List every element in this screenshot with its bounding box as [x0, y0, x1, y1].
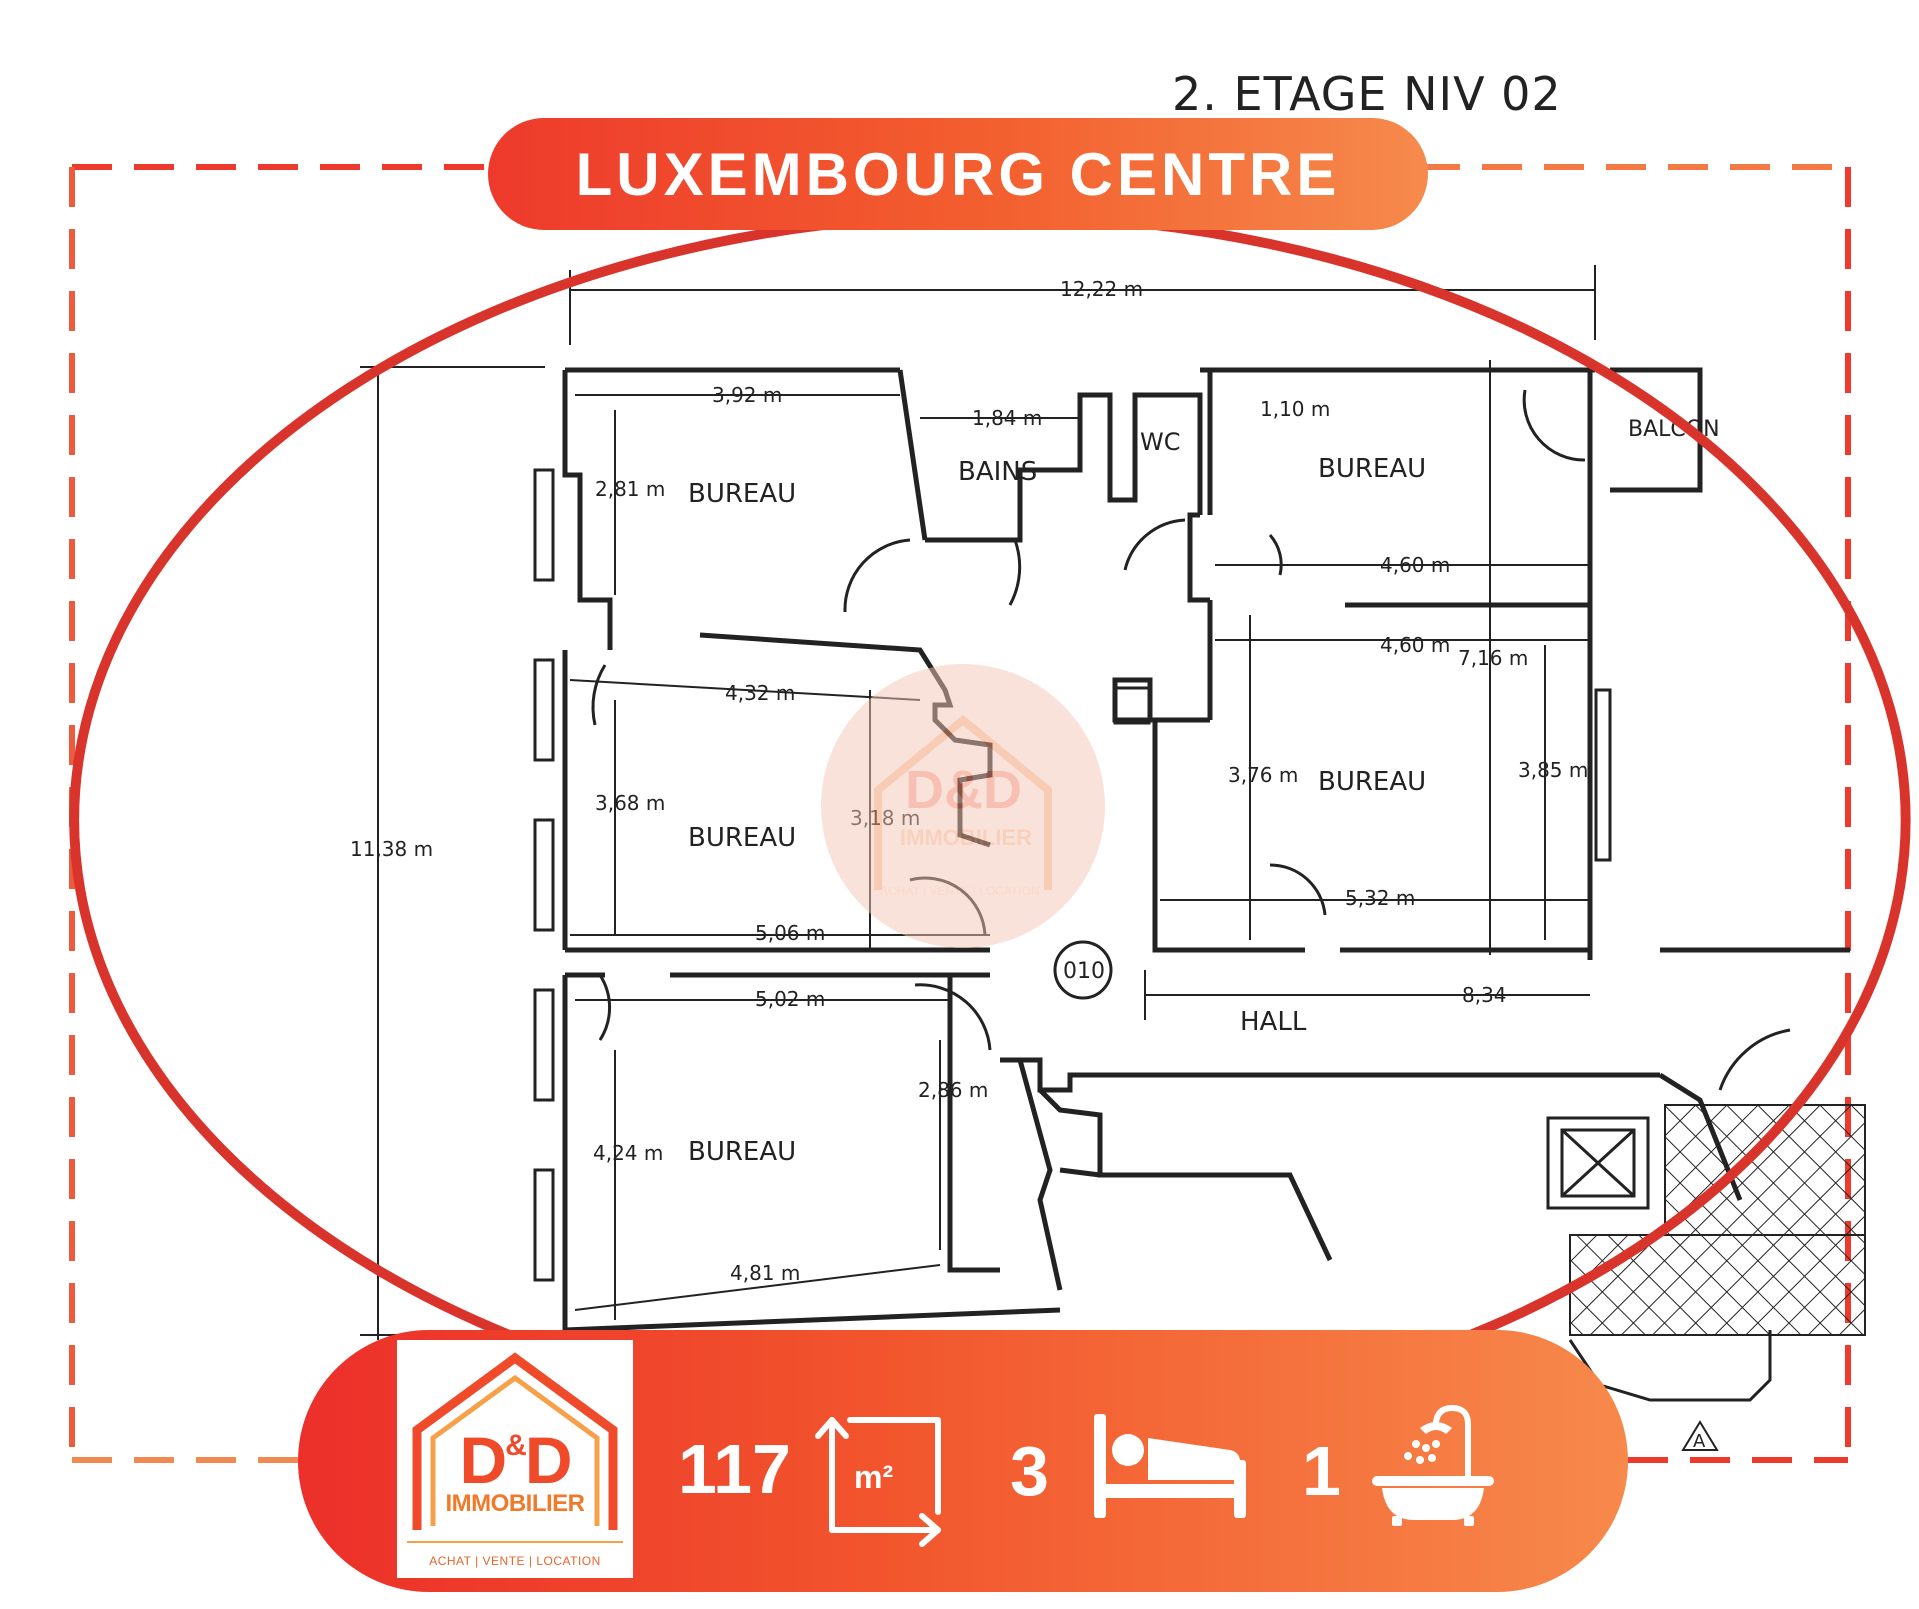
dim-bureau2-width: 4,60 m	[1380, 553, 1450, 577]
location-title: LUXEMBOURG CENTRE	[575, 140, 1341, 208]
unit-number-circle	[1053, 940, 1113, 1000]
room-bains: BAINS	[958, 457, 1037, 487]
dim-left-total: 11,38 m	[350, 837, 433, 861]
windows-left	[533, 468, 1612, 1282]
dim-bureau3-right-height: 3,85 m	[1518, 758, 1588, 782]
dim-bureau3-bottom: 5,32 m	[1345, 886, 1415, 910]
dim-bureau-mid-bottom: 5,06 m	[755, 921, 825, 945]
logo-name: IMMOBILIER	[445, 1490, 586, 1517]
watermark-name: IMMOBILIER	[900, 825, 1032, 850]
logo-amp: &	[505, 1429, 527, 1462]
logo-d-right: D	[524, 1423, 573, 1497]
room-bureau-top-right: BUREAU	[1318, 454, 1426, 484]
brand-logo: D&D IMMOBILIER ACHAT | VENTE | LOCATION	[397, 1340, 633, 1578]
room-hall: HALL	[1240, 1007, 1307, 1037]
dim-bureau4-right: 2,86 m	[918, 1078, 988, 1102]
dim-bureau4-top: 5,02 m	[755, 987, 825, 1011]
shaft-box	[1113, 686, 1151, 725]
dim-bureau-mid-width: 4,32 m	[725, 681, 795, 705]
room-bureau-bottom-left: BUREAU	[688, 1137, 796, 1167]
unit-number: 010	[1063, 959, 1105, 984]
dim-top-total: 12,22 m	[1060, 277, 1143, 301]
dim-hall-width: 8,34	[1462, 983, 1507, 1007]
dim-bureau-mid-height: 3,68 m	[595, 791, 665, 815]
bedrooms-value: 3	[1010, 1432, 1049, 1510]
room-bureau-top-left: BUREAU	[688, 479, 796, 509]
watermark-logo: D&D IMMOBILIER ACHAT | VENTE | LOCATION	[821, 664, 1105, 948]
inner-dimension-lines	[569, 360, 1590, 1320]
dim-bureau1-height: 2,81 m	[595, 477, 665, 501]
logo-tagline: ACHAT | VENTE | LOCATION	[429, 1554, 601, 1568]
elevator-shaft	[1546, 1116, 1650, 1210]
dim-bureau4-bottom: 4,81 m	[730, 1261, 800, 1285]
logo-d-left: D	[459, 1423, 507, 1497]
room-bureau-mid-left: BUREAU	[688, 823, 796, 853]
watermark-dd: D&D	[905, 760, 1022, 820]
dim-wc-width: 1,10 m	[1260, 397, 1330, 421]
watermark-tagline: ACHAT | VENTE | LOCATION	[880, 884, 1040, 898]
dim-right-height: 7,16 m	[1458, 646, 1528, 670]
dim-bureau4-height: 4,24 m	[593, 1141, 663, 1165]
area-unit: m²	[854, 1459, 893, 1495]
logo-initials: D&D	[397, 1422, 633, 1498]
plan-marker: A	[1693, 1431, 1706, 1452]
area-value: 117	[678, 1430, 791, 1508]
dim-bureau1-width: 3,92 m	[712, 383, 782, 407]
bed-icon	[1094, 1414, 1246, 1518]
area-arrows-icon: m²	[815, 1417, 941, 1547]
bathrooms-value: 1	[1302, 1432, 1341, 1510]
dimension-labels: 3,92 m 2,81 m 1,84 m 1,10 m 4,60 m 4,60 …	[593, 383, 1588, 1285]
room-wc: WC	[1140, 428, 1181, 456]
dim-bureau3-height: 3,76 m	[1228, 763, 1298, 787]
dim-bains-width: 1,84 m	[972, 406, 1042, 430]
hatched-stairs: A	[1568, 1104, 1866, 1452]
house-outline-icon	[407, 1352, 623, 1543]
bathtub-shower-icon	[1372, 1404, 1494, 1526]
location-banner: LUXEMBOURG CENTRE	[488, 118, 1428, 230]
dim-bureau3-width: 4,60 m	[1380, 633, 1450, 657]
room-bureau-mid-right: BUREAU	[1318, 767, 1426, 797]
plan-heading: 2. ETAGE NIV 02	[1172, 67, 1562, 121]
